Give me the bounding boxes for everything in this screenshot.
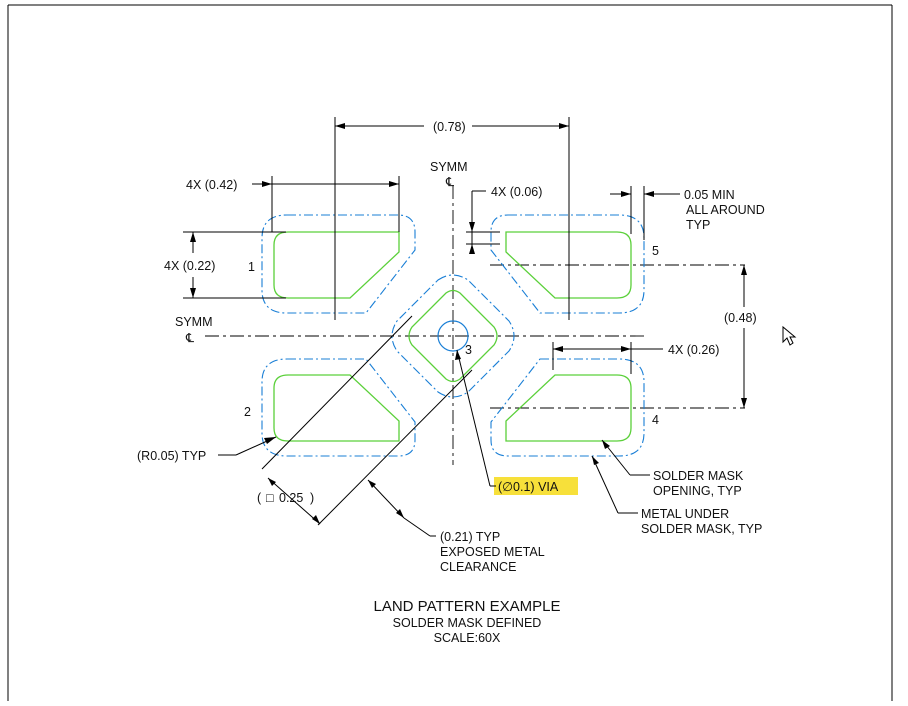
arrow-042-right [389, 181, 399, 187]
mask-opening-pad-5 [490, 214, 645, 314]
pin-number-1: 1 [248, 260, 255, 274]
arrow-026-right [621, 346, 631, 352]
dim-min-clearance-line2: ALL AROUND [686, 203, 765, 217]
dim-line-025 [267, 477, 321, 525]
dim-square-symbol: □ [266, 491, 274, 505]
leader-metal-under-diag [591, 455, 619, 514]
arrow-021-b [396, 509, 404, 518]
arrow-via [455, 350, 461, 360]
arrow-mask-opening [602, 440, 610, 449]
metal-pad-3 [408, 289, 498, 383]
dim-pad-length: 4X (0.42) [186, 178, 237, 192]
dim-vertical-pitch: (0.48) [724, 311, 757, 325]
drawing-title: LAND PATTERN EXAMPLE [374, 598, 561, 615]
via-circle [437, 320, 469, 352]
metal-pad-2 [273, 374, 400, 442]
centerline-symbol-horizontal: ℄ [185, 331, 195, 345]
leader-via [456, 349, 491, 487]
dim-overall-width: (0.78) [433, 120, 466, 134]
mask-opening-pad-4 [490, 358, 645, 457]
pin-number-2: 2 [244, 405, 251, 419]
arrow-006-bottom [469, 244, 475, 254]
arrow-021-a [368, 480, 376, 488]
arrow-078-right [559, 123, 569, 129]
clearance-line2: EXPOSED METAL [440, 545, 545, 559]
dim-pad-height: 4X (0.22) [164, 259, 215, 273]
dim-square-paren-close: ) [310, 491, 314, 505]
arrow-025-a [268, 478, 276, 486]
arrow-026-left [553, 346, 563, 352]
arrow-metal-under [592, 456, 599, 465]
ext-line-025-diag-2 [317, 369, 473, 526]
dim-min-clearance-line3: TYP [686, 218, 710, 232]
arrow-022-top [190, 232, 196, 242]
mask-opening-line2: OPENING, TYP [653, 484, 742, 498]
symm-label-vertical: SYMM [430, 160, 468, 174]
mouse-cursor-icon [782, 325, 797, 346]
metal-pad-5 [505, 231, 632, 299]
arrow-025-b [312, 515, 320, 524]
arrow-042-left [262, 181, 272, 187]
metal-under-line2: SOLDER MASK, TYP [641, 522, 762, 536]
dim-chamfer-gap: 4X (0.06) [491, 185, 542, 199]
arrow-048-bottom [741, 398, 747, 408]
mask-opening-line1: SOLDER MASK [653, 469, 744, 483]
dim-min-clearance-line1: 0.05 MIN [684, 188, 735, 202]
arrow-048-top [741, 265, 747, 275]
clearance-line3: CLEARANCE [440, 560, 516, 574]
metal-pad-4 [505, 374, 632, 442]
arrow-078-left [335, 123, 345, 129]
arrow-022-bottom [190, 288, 196, 298]
leader-021-diag [403, 517, 431, 537]
metal-pad-1 [273, 231, 400, 299]
mask-opening-pad-2 [261, 358, 416, 457]
via-label-highlight [494, 477, 578, 495]
pin-number-3: 3 [465, 343, 472, 357]
metal-under-line1: METAL UNDER [641, 507, 729, 521]
dim-corner-radius: (R0.05) TYP [137, 449, 206, 463]
arrow-r005 [264, 437, 276, 444]
pin-number-5: 5 [652, 244, 659, 258]
arrow-005-left [621, 191, 631, 197]
ext-line-025-diag-1 [261, 315, 413, 470]
symm-label-horizontal: SYMM [175, 315, 213, 329]
drawing-subtitle: SOLDER MASK DEFINED [393, 616, 542, 630]
pin-number-4: 4 [652, 413, 659, 427]
drawing-scale: SCALE:60X [434, 631, 501, 645]
via-label: (∅0.1) VIA [498, 480, 559, 494]
mask-opening-pad-3 [391, 274, 515, 398]
clearance-line1: (0.21) TYP [440, 530, 500, 544]
centerline-symbol-vertical: ℄ [445, 175, 455, 189]
arrow-006-top [469, 222, 475, 232]
mask-opening-pad-1 [261, 214, 416, 314]
arrow-005-right [644, 191, 654, 197]
dim-pad-offset: 4X (0.26) [668, 343, 719, 357]
dim-square-paren-open: ( [257, 491, 262, 505]
dim-square-size: 0.25 [279, 491, 303, 505]
